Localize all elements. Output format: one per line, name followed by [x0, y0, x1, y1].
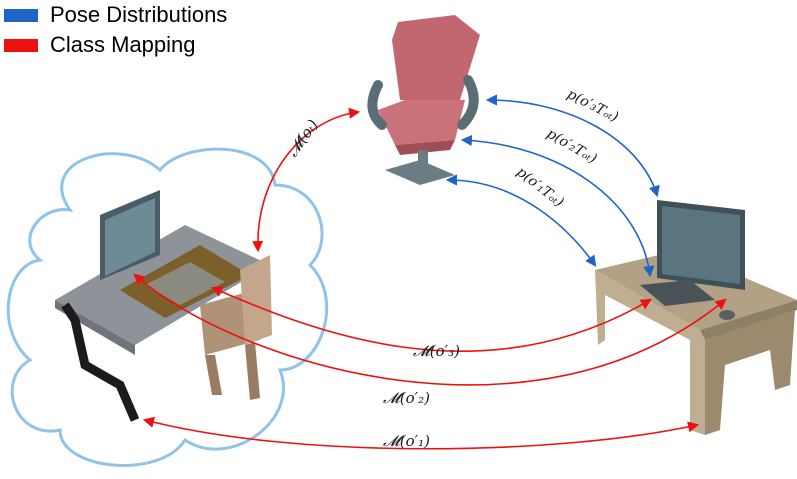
label-map-3: 𝓜(o′₃): [413, 342, 460, 360]
label-pose-1: p(o′₁Tₒₜ): [513, 164, 566, 211]
label-map-1: 𝓜(o′₁): [383, 432, 430, 450]
legend-item-pose: Pose Distributions: [4, 0, 227, 30]
legend: Pose Distributions Class Mapping: [4, 0, 227, 60]
legend-swatch-mapping: [4, 38, 38, 52]
label-map-2: 𝓜(o′₂): [383, 389, 430, 407]
right-desk: [595, 200, 797, 435]
office-chair: [367, 15, 480, 185]
label-pose-3: p(o′₃Tₒₜ): [564, 86, 621, 125]
label-map-t: 𝓜(oₜ): [283, 116, 321, 160]
legend-label-pose: Pose Distributions: [50, 2, 228, 27]
legend-item-mapping: Class Mapping: [4, 30, 227, 60]
legend-swatch-pose: [4, 8, 38, 22]
legend-label-mapping: Class Mapping: [50, 32, 196, 57]
